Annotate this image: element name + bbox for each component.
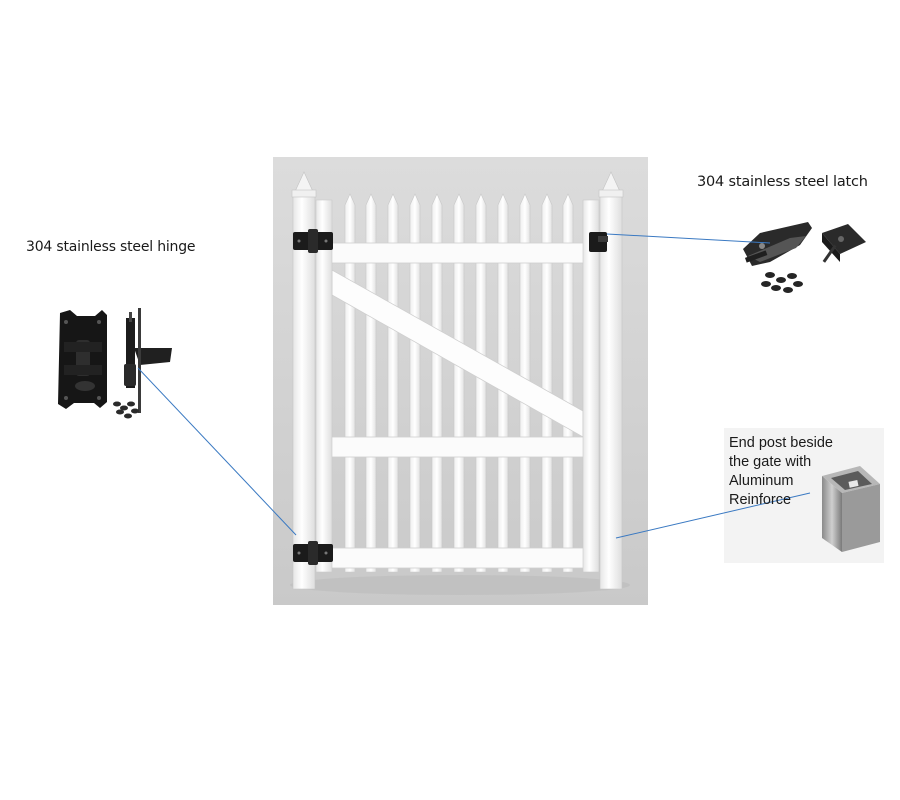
post-annotation-line: End post beside (729, 435, 833, 451)
hinge-annotation: 304 stainless steel hinge (26, 239, 196, 255)
latch-annotation: 304 stainless steel latch (697, 174, 868, 190)
leader-lines (137, 233, 811, 539)
post-annotation-line: Aluminum (729, 473, 794, 489)
gate-stile-right (582, 199, 600, 573)
hinge-hardware-image (58, 308, 172, 419)
post-annotation: End post beside the gate with Aluminum R… (729, 434, 859, 510)
latch-leader-line (606, 233, 771, 244)
hinge-leader-line (137, 367, 297, 536)
post-leader-line (615, 492, 811, 539)
end-post (598, 171, 624, 590)
aluminum-reinforce-image (724, 428, 884, 563)
gate-image (273, 157, 648, 605)
hinge-post (291, 171, 317, 590)
gate-stile-left (315, 199, 333, 573)
gate-hinge-bottom (293, 541, 333, 565)
gate-rails (329, 242, 586, 569)
post-annotation-line: the gate with (729, 454, 812, 470)
latch-hardware-image (743, 222, 866, 293)
gate-hinge-top (293, 229, 333, 253)
post-annotation-line: Reinforce (729, 492, 792, 508)
gate-latch (589, 232, 608, 252)
